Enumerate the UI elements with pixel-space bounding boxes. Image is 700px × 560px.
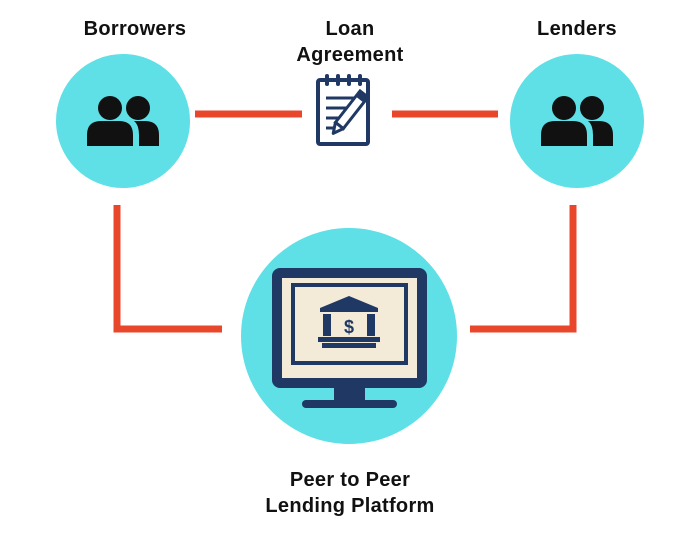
- loan-agreement-label-line1: Loan: [325, 18, 375, 40]
- connector-lenders-platform: [470, 205, 577, 333]
- borrowers-node: [56, 54, 190, 188]
- platform-node: $: [241, 228, 457, 444]
- lenders-node: [510, 54, 644, 188]
- platform-label-line1: Peer to Peer: [289, 469, 411, 491]
- platform-label: Peer to Peer Lending Platform: [225, 467, 475, 519]
- borrowers-label: Borrowers: [83, 18, 187, 40]
- people-icon: [87, 96, 159, 146]
- platform-label-line2: Lending Platform: [265, 495, 435, 517]
- people-icon: [541, 96, 613, 146]
- lenders-label: Lenders: [537, 18, 617, 40]
- connector-borrowers-platform: [113, 205, 222, 333]
- loan-agreement-label: Loan Agreement: [262, 16, 438, 68]
- loan-agreement-label-line2: Agreement: [296, 44, 404, 66]
- connectors: [113, 110, 577, 333]
- borrowers-circle: [56, 54, 190, 188]
- svg-text:$: $: [344, 317, 354, 337]
- lenders-circle: [510, 54, 644, 188]
- clipboard-pencil-icon: [316, 74, 371, 146]
- monitor-bank-icon: $: [272, 268, 427, 408]
